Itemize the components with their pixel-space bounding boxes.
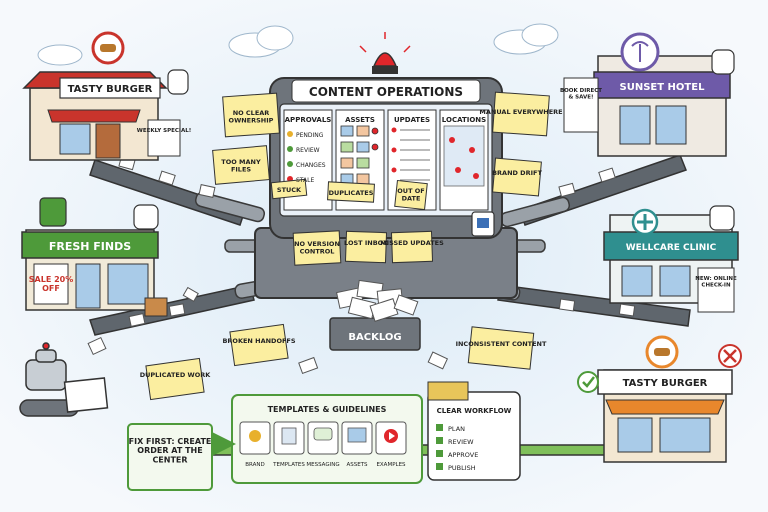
store-name-tasty-burger: TASTY BURGER xyxy=(623,378,708,389)
templates-title: TEMPLATES & GUIDELINES xyxy=(268,405,387,414)
workflow-title: CLEAR WORKFLOW xyxy=(437,407,512,415)
note-text: INCONSISTENT CONTENT xyxy=(456,340,547,348)
brand-badge-icon xyxy=(249,430,261,442)
note-text: MANUAL EVERYWHERE xyxy=(479,108,562,116)
update-alert-dots xyxy=(391,127,397,173)
note-brand-drift xyxy=(492,157,542,197)
panel-title-assets: ASSETS xyxy=(345,116,375,124)
panel-title-locations: LOCATIONS xyxy=(442,116,486,124)
update-lines xyxy=(400,129,430,181)
clouds xyxy=(37,23,721,80)
question-bubble-icon xyxy=(711,49,735,75)
shopping-bag-icon xyxy=(39,197,67,227)
note-text: DUPLICATES xyxy=(329,189,374,197)
alarm-light-icon xyxy=(372,52,398,67)
store-wellcare-clinic xyxy=(603,205,739,313)
note-too-many-files xyxy=(212,145,270,185)
template-item-label: EXAMPLES xyxy=(376,462,406,468)
alert-bubble-icon xyxy=(167,69,189,95)
template-item-label: MESSAGING xyxy=(306,462,339,468)
note-duplicates xyxy=(327,181,375,203)
robot xyxy=(19,342,109,417)
workflow-step: PUBLISH xyxy=(448,464,476,472)
book-direct-sign xyxy=(563,77,599,133)
messaging-bubble-icon xyxy=(313,427,333,441)
check-mark-icon xyxy=(577,371,599,393)
assets-image-icon xyxy=(347,427,367,443)
approval-status-dots xyxy=(287,131,293,182)
question-bubble-icon xyxy=(133,204,159,230)
workflow-panel xyxy=(427,381,521,481)
approval-item: CHANGES xyxy=(296,162,326,169)
cardboard-box-icon xyxy=(144,297,168,317)
store-sign: BOOK DIRECT& SAVE! xyxy=(560,88,602,100)
fix-first-sign xyxy=(127,423,236,491)
store-sign: SALE 20%OFF xyxy=(29,275,73,293)
panel-title-approvals: APPROVALS xyxy=(285,116,332,124)
workflow-step: APPROVE xyxy=(448,451,478,459)
templates-panel xyxy=(231,394,423,484)
store-name-tasty-burger: TASTY BURGER xyxy=(68,84,153,95)
panel-title-updates: UPDATES xyxy=(394,116,430,124)
map-pin-icons xyxy=(449,137,479,179)
note-duplicated-work xyxy=(145,357,205,401)
note-no-clear-ownership xyxy=(222,92,280,138)
note-lost-inbox xyxy=(344,230,388,264)
sticky-notes xyxy=(145,91,550,401)
store-name-fresh-finds: FRESH FINDS xyxy=(49,240,131,253)
template-item-label: BRAND xyxy=(245,462,264,468)
note-no-version-control xyxy=(292,230,342,266)
note-text: LOST INBOX xyxy=(344,239,388,247)
alarm-rays xyxy=(359,32,411,53)
store-sunset-hotel xyxy=(563,32,735,157)
note-stuck xyxy=(270,178,308,200)
workflow-step: REVIEW xyxy=(448,438,474,446)
backlog-label: BACKLOG xyxy=(348,332,401,343)
templates-doc-icon xyxy=(281,427,297,445)
approval-item: STALE xyxy=(296,177,314,184)
template-item-label: ASSETS xyxy=(346,462,368,468)
approval-item: REVIEW xyxy=(296,147,320,154)
mug-logo xyxy=(477,218,489,228)
note-text: BRAND DRIFT xyxy=(492,169,542,177)
store-name-sunset-hotel: SUNSET HOTEL xyxy=(620,82,706,93)
note-text: MISSED UPDATES xyxy=(380,239,444,247)
note-manual-everywhere xyxy=(492,91,550,137)
store-tasty-burger-top xyxy=(22,31,189,161)
note-out-of-date xyxy=(394,179,428,211)
online-checkin-sign xyxy=(697,267,735,313)
workflow-checkboxes xyxy=(436,424,443,470)
note-text: STUCK xyxy=(277,186,302,194)
store-sign: WEEKLY SPECIAL! xyxy=(137,128,192,134)
note-missed-updates xyxy=(390,230,434,264)
note-text: DUPLICATED WORK xyxy=(140,371,212,379)
machine-title: CONTENT OPERATIONS xyxy=(309,85,463,99)
note-broken-handoffs xyxy=(229,323,289,367)
store-tasty-burger-bottom xyxy=(577,335,742,463)
template-item-label: TEMPLATES xyxy=(272,462,305,468)
note-inconsistent-content xyxy=(467,326,535,370)
alarm-base xyxy=(372,66,398,74)
workflow-step: PLAN xyxy=(448,425,465,433)
store-name-wellcare-clinic: WELLCARE CLINIC xyxy=(626,243,717,253)
approval-item: PENDING xyxy=(296,132,324,139)
question-bubble-icon xyxy=(709,205,735,231)
store-fresh-finds xyxy=(21,197,168,317)
machine-title-plate xyxy=(291,79,481,103)
asset-thumbnails xyxy=(340,125,379,185)
folder-icon xyxy=(427,381,469,401)
paper-pile xyxy=(336,279,419,322)
note-text: BROKEN HANDOFFS xyxy=(222,337,295,345)
weekly-special-sign xyxy=(147,119,181,157)
